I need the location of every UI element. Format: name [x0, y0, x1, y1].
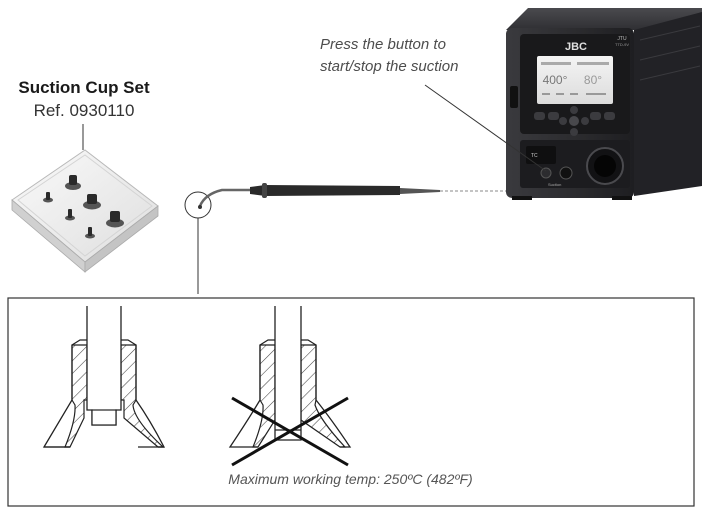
- correct-usage-illustration: [42, 306, 166, 448]
- screen-value-right: 80°: [584, 73, 602, 87]
- suction-pen: [184, 180, 567, 294]
- cross-mark-line-2: [231, 396, 349, 467]
- station-screen: [537, 56, 613, 104]
- incorrect-usage-illustration: [228, 306, 352, 467]
- cup-set-title: Suction Cup Set: [18, 78, 150, 97]
- suction-port: [559, 166, 573, 180]
- instruction-text: Press the button to start/stop the sucti…: [320, 34, 458, 78]
- suction-button[interactable]: [540, 167, 552, 179]
- temp-caption: Maximum working temp: 250ºC (482ºF): [228, 471, 473, 487]
- suction-cup-box: [11, 124, 159, 273]
- soldering-station: JBC JTU TTD-9V 400° 80°: [424, 8, 702, 200]
- cup-set-ref: Ref. 0930110: [33, 101, 135, 120]
- instruction-leader-line: [424, 84, 547, 172]
- screen-value-left: 400°: [543, 73, 568, 87]
- suction-label: Suction: [548, 182, 561, 187]
- station-model: JTU: [617, 36, 627, 42]
- station-model-sub: TTD-9V: [615, 42, 629, 47]
- panel-label: TC: [531, 153, 538, 159]
- nav-buttons[interactable]: [534, 106, 615, 136]
- station-brand: JBC: [565, 41, 587, 53]
- detail-box: [7, 297, 695, 507]
- instruction-line-2: start/stop the suction: [320, 58, 459, 75]
- instruction-line-1: Press the button to: [320, 36, 446, 53]
